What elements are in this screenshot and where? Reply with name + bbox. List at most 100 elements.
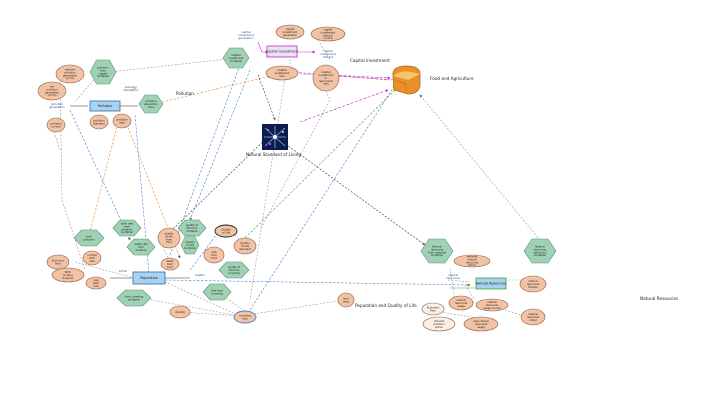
edge <box>244 84 401 239</box>
edge <box>89 114 121 233</box>
edge <box>124 119 181 259</box>
node-label: Capital Investment <box>266 50 299 54</box>
edge <box>449 267 456 301</box>
edge <box>257 74 276 121</box>
node-label: density <box>175 310 185 314</box>
section-food: Food and Agriculture <box>430 76 474 81</box>
edge <box>464 284 476 301</box>
stock-pollution[interactable]: Pollution <box>89 100 121 112</box>
edge <box>189 229 221 271</box>
edge <box>257 41 269 54</box>
node-label: Natural Resources <box>476 282 507 286</box>
edge <box>179 311 241 317</box>
edge <box>109 57 237 74</box>
stock-population[interactable]: Population <box>132 271 166 285</box>
edges <box>51 39 541 321</box>
variable-density[interactable]: density <box>169 305 191 319</box>
node-label: Population <box>140 276 158 280</box>
section-nsol: Natural Standard of Living <box>246 152 301 157</box>
section-labels: Capital Investment Food and Agriculture … <box>176 58 678 308</box>
stock-capital[interactable]: Capital Investment <box>266 45 299 58</box>
stock-resources[interactable]: Natural Resources <box>476 277 507 290</box>
edge <box>279 139 426 246</box>
label-deaths-label: deaths <box>195 273 205 277</box>
section-population: Population and Quality of Life <box>355 303 417 308</box>
edge <box>169 64 241 256</box>
bread-icon <box>392 65 421 95</box>
edge <box>74 71 101 103</box>
edge <box>134 114 151 286</box>
fireworks-icon <box>262 124 288 150</box>
edge <box>169 129 276 233</box>
